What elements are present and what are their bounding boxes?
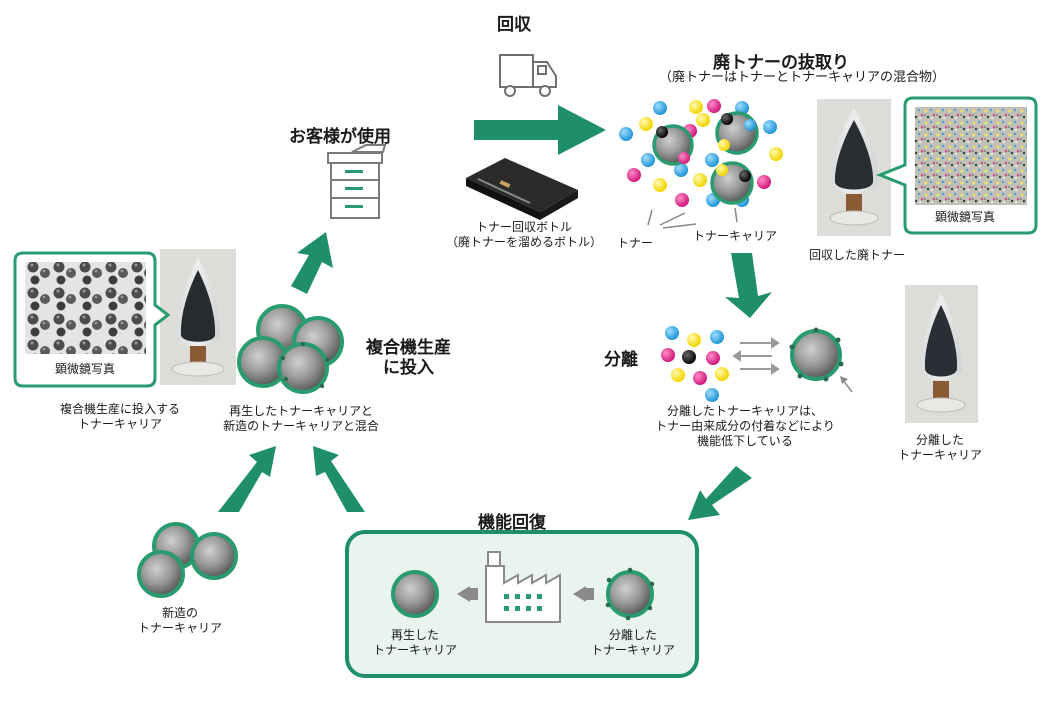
label-collected-waste: 回収した廃トナー xyxy=(808,248,905,262)
photo-separated-carrier xyxy=(905,285,978,423)
arrow-regenerated-to-mix xyxy=(313,446,365,512)
microscope-callout-top xyxy=(875,96,1038,235)
toner-bottle-image xyxy=(466,158,578,220)
label-microscope-top: 顕微鏡写真 xyxy=(934,210,995,224)
recovery-box xyxy=(345,530,699,678)
photo-input-carrier xyxy=(160,249,236,385)
subtitle-waste-removal: （廃トナーはトナーとトナーキャリアの混合物） xyxy=(658,70,945,85)
label-toner-carrier: トナーキャリア xyxy=(692,229,777,243)
arrow-to-customer xyxy=(291,232,333,294)
microscope-callout-left xyxy=(13,251,171,388)
title-input: 複合機生産に投入 xyxy=(366,338,451,378)
label-separated-carrier-photo: 分離したトナーキャリア xyxy=(897,433,982,462)
regenerated-carrier-particle xyxy=(391,570,439,618)
label-bottle: トナー回収ボトル（廃トナーを溜めるボトル） xyxy=(445,220,602,249)
title-separation: 分離 xyxy=(604,350,638,370)
title-recovery: 機能回復 xyxy=(478,513,546,533)
label-input-carrier: 複合機生産に投入するトナーキャリア xyxy=(59,402,180,431)
waste-toner-mixture xyxy=(619,99,783,229)
new-carrier-cluster xyxy=(137,522,238,598)
label-microscope-left: 顕微鏡写真 xyxy=(54,362,115,376)
factory-icon xyxy=(485,551,561,623)
separated-carrier-particle xyxy=(605,567,655,621)
arrow-to-recovery xyxy=(688,466,752,520)
truck-icon xyxy=(499,54,557,97)
arrow-to-separation xyxy=(725,253,772,318)
photo-collected-waste-toner xyxy=(817,99,891,236)
carrier-particle xyxy=(710,161,754,205)
title-waste-removal: 廃トナーの抜取り xyxy=(713,53,849,73)
label-mix: 再生したトナーキャリアと新造のトナーキャリアと混合 xyxy=(223,404,379,433)
carrier-particle xyxy=(652,124,694,166)
printer-icon xyxy=(327,144,387,219)
label-separated: 分離したトナーキャリア xyxy=(590,628,675,657)
label-toner: トナー xyxy=(616,236,653,250)
title-customer-use: お客様が使用 xyxy=(289,127,391,147)
label-regenerated: 再生したトナーキャリア xyxy=(372,628,457,657)
arrow-to-waste-removal xyxy=(474,105,606,155)
arrow-new-to-mix xyxy=(218,446,276,512)
label-new-carrier: 新造のトナーキャリア xyxy=(137,606,222,635)
mixed-carrier-cluster xyxy=(237,304,344,394)
label-separation-note: 分離したトナーキャリアは、トナー由来成分の付着などにより機能低下している xyxy=(655,404,835,448)
separation-graphic xyxy=(661,326,853,402)
carrier-particle xyxy=(715,111,759,155)
title-collect: 回収 xyxy=(497,15,531,35)
